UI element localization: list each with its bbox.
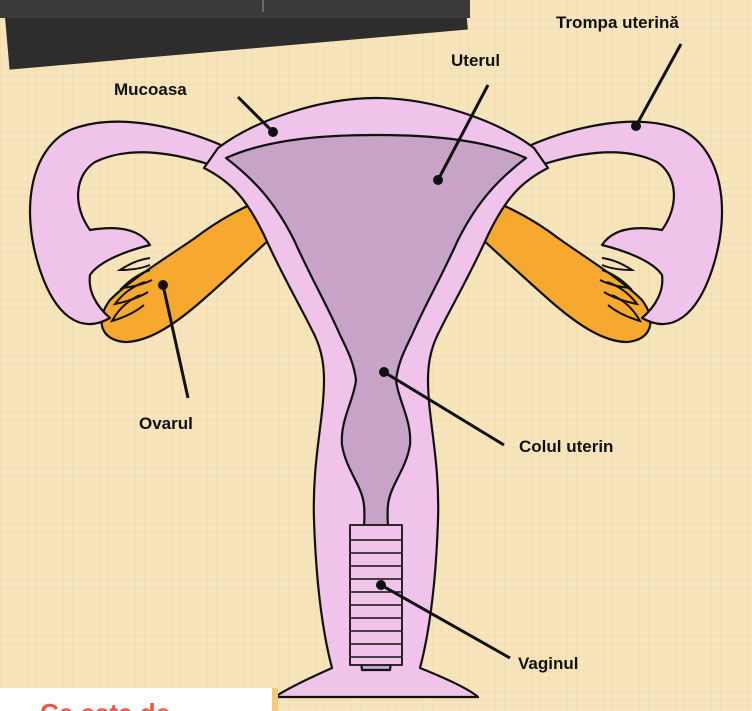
vagina-dot <box>376 580 386 590</box>
caption-box: Ce este de <box>0 688 278 711</box>
cervix-dot <box>379 367 389 377</box>
uterus-dot <box>433 175 443 185</box>
label-tromp: Trompa uterină <box>556 13 679 33</box>
tromp-leader <box>636 44 681 126</box>
tromp-dot <box>631 121 641 131</box>
label-mucosa: Mucoasa <box>114 80 187 100</box>
ovary-dot <box>158 280 168 290</box>
label-vagina: Vaginul <box>518 654 578 674</box>
label-cervix: Colul uterin <box>519 437 613 457</box>
mucosa-dot <box>268 127 278 137</box>
caption-text: Ce este de <box>40 698 170 711</box>
label-uterus: Uterul <box>451 51 500 71</box>
label-ovary: Ovarul <box>139 414 193 434</box>
